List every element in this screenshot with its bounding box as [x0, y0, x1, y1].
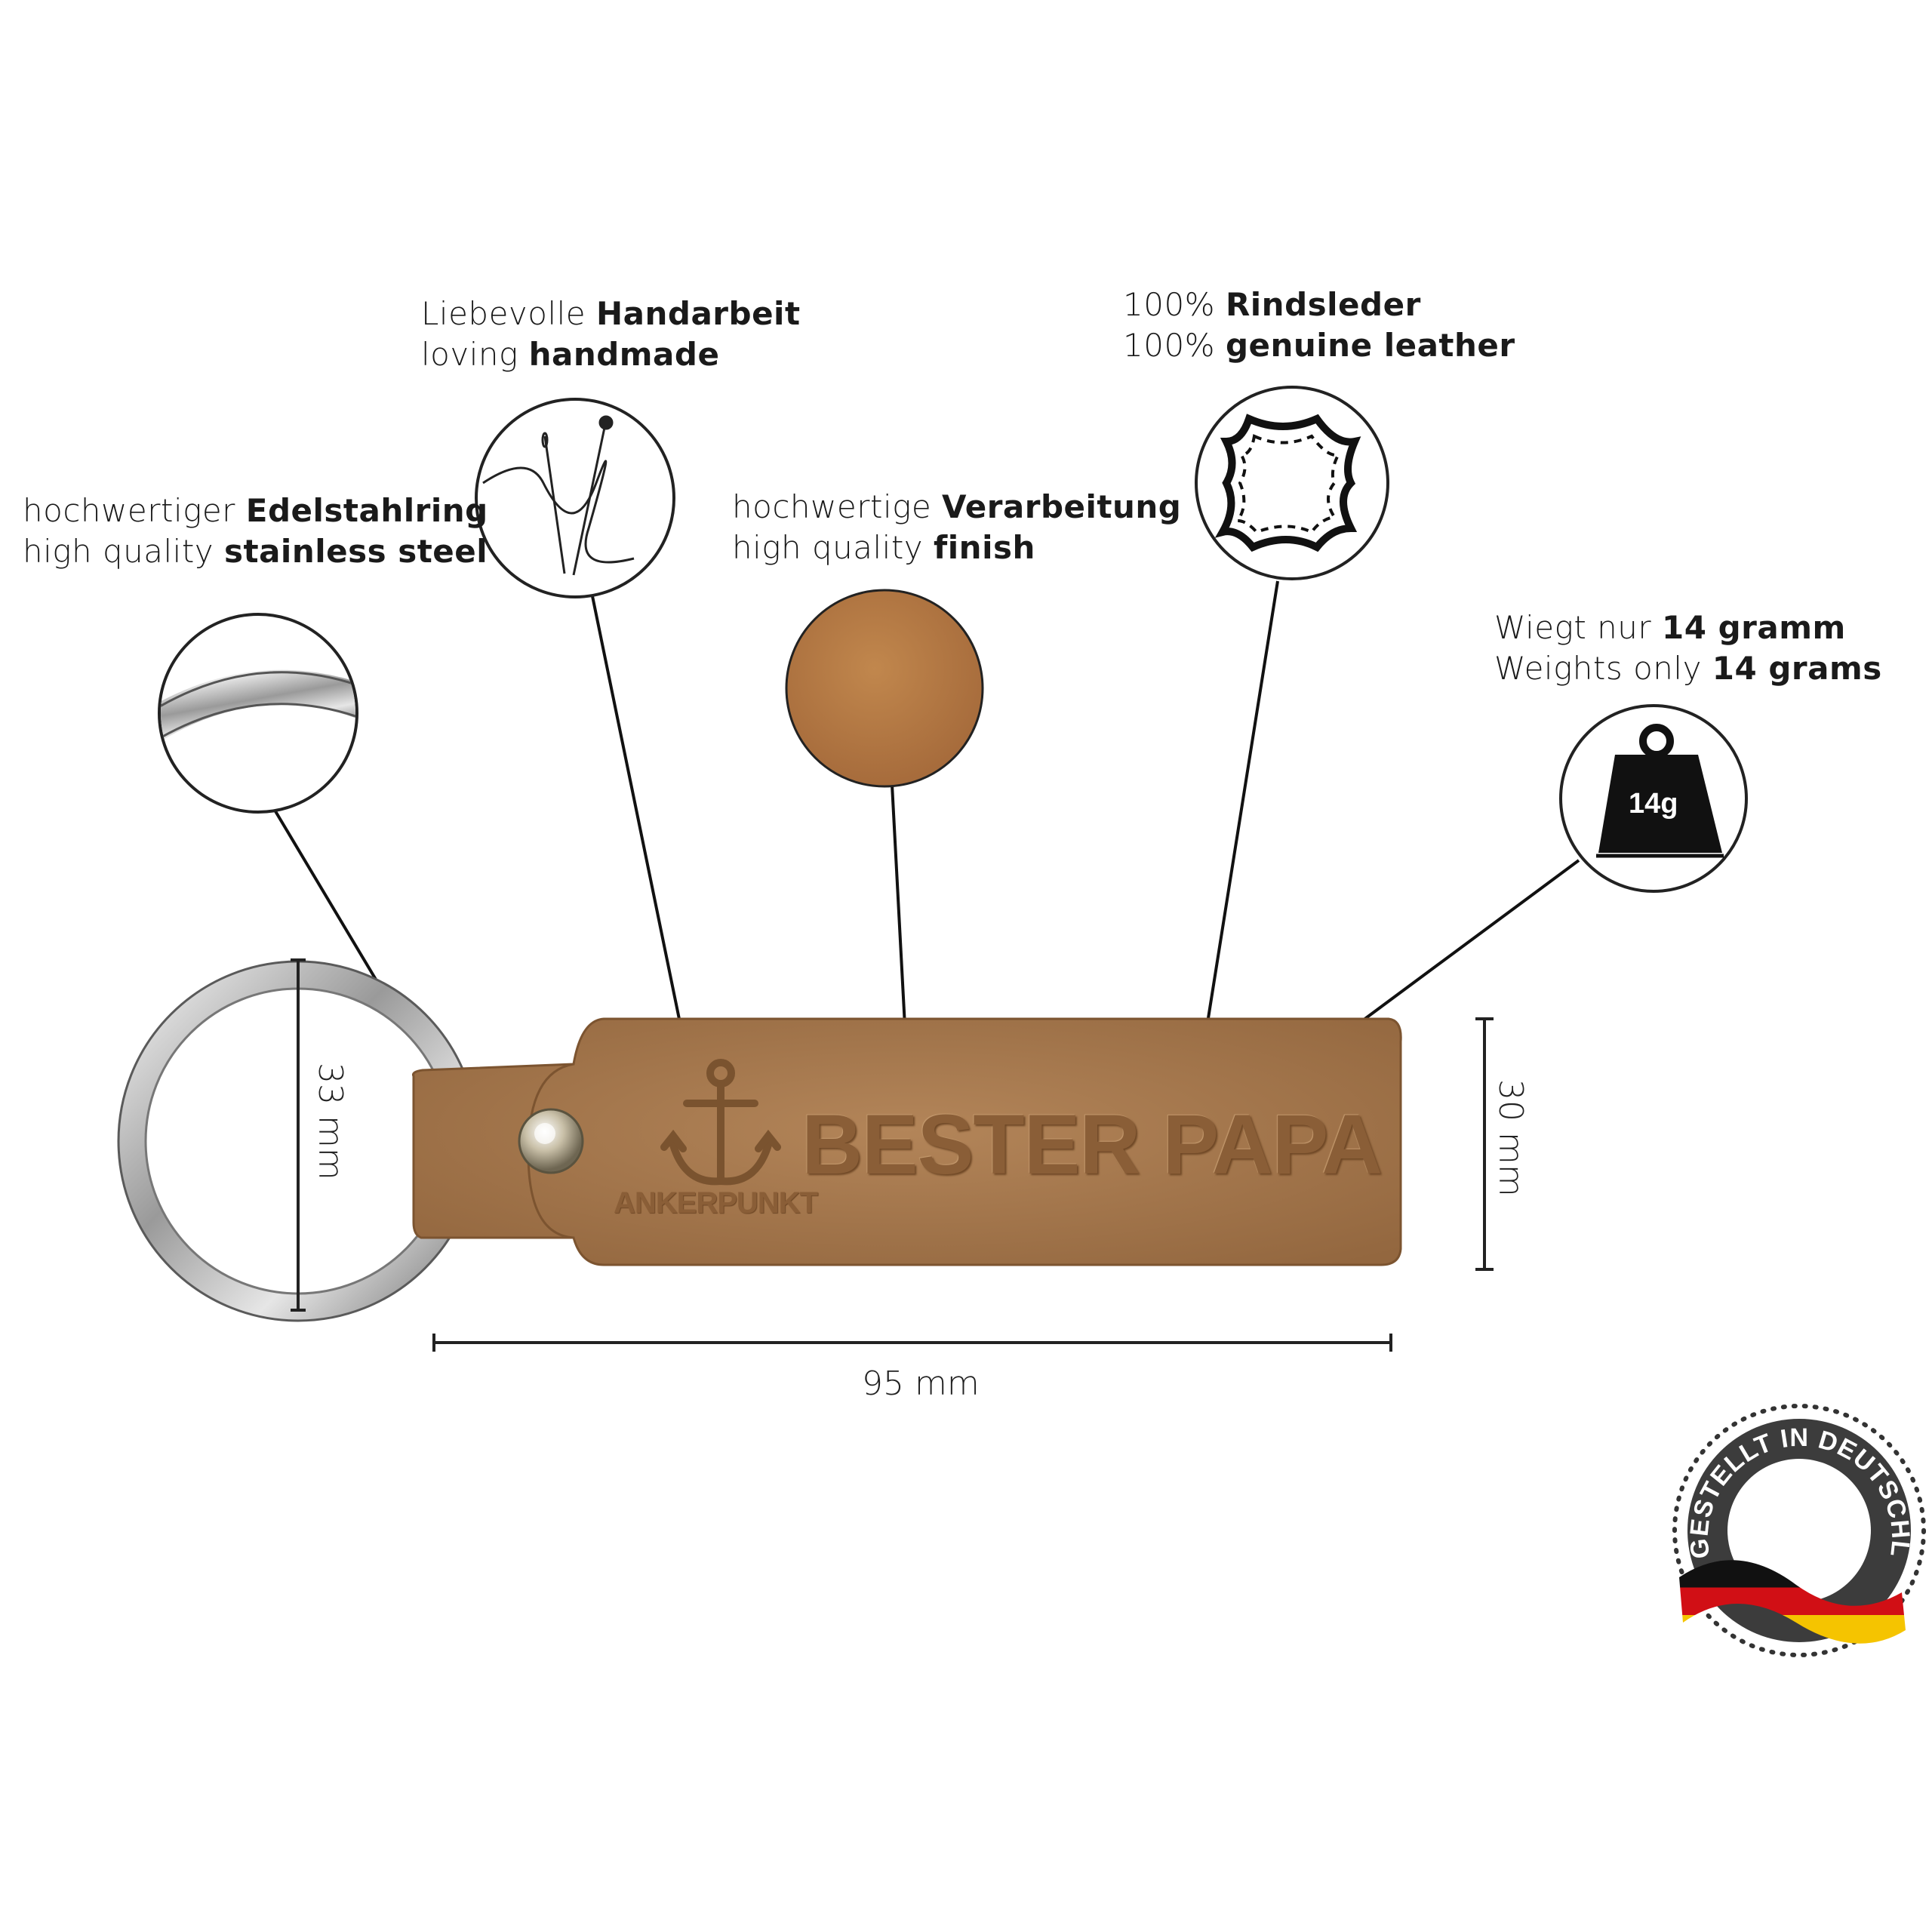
weight-icon: [1596, 724, 1724, 858]
leather-fob: [412, 1017, 1402, 1266]
ring-detail: [161, 669, 355, 743]
feature-label-handmade: Liebevolle Handarbeit loving handmade: [421, 295, 801, 373]
anchor-icon: [660, 1059, 781, 1186]
finish-swatch: [785, 589, 984, 788]
leader-line-ring: [272, 806, 386, 996]
leader-line-handmade: [591, 595, 682, 1027]
weight-icon-text: 14g: [1629, 788, 1678, 820]
leader-line-finish: [891, 784, 907, 1041]
dim-height-label: 30 mm: [1491, 1079, 1530, 1197]
handmade-icon-circle: [475, 398, 675, 598]
dim-length-label: 95 mm: [862, 1364, 980, 1403]
ring-detail-circle: [158, 613, 358, 814]
leader-line-leather: [1204, 580, 1279, 1033]
leather-hide-icon: [1214, 414, 1361, 552]
dimension-lines: [291, 958, 1494, 1352]
leader-lines: [272, 580, 1580, 1045]
leader-line-weight: [1330, 859, 1580, 1045]
feature-label-weight: Wiegt nur 14 gramm Weights only 14 grams: [1494, 609, 1882, 687]
feature-label-finish: hochwertige Verarbeitung high quality fi…: [732, 488, 1182, 566]
feature-label-leather: 100% Rindsleder 100% genuine leather: [1123, 286, 1515, 364]
dim-ring-label: 33 mm: [311, 1063, 349, 1180]
engraving-text: BESTER PAPA: [801, 1097, 1383, 1192]
needle-thread-icon: [482, 415, 635, 576]
feature-label-ring: hochwertiger Edelstahlring high quality …: [23, 492, 488, 570]
brand-text: ANKERPUNKT: [614, 1186, 818, 1220]
